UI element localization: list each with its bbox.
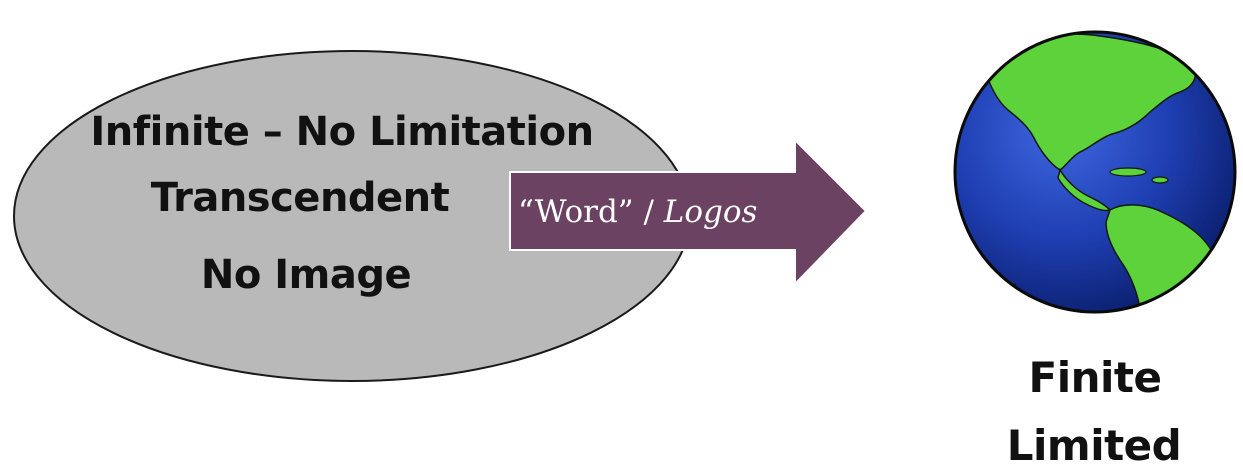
island-hispaniola <box>1151 176 1169 184</box>
word-logos-arrow: “Word” / Logos <box>509 137 868 287</box>
target-line-2: Limited <box>1007 421 1181 470</box>
arrow-label-quote: “Word” / <box>518 194 664 230</box>
source-line-2: Transcendent <box>151 175 450 221</box>
source-line-1: Infinite – No Limitation <box>90 109 593 155</box>
arrow-label: “Word” / Logos <box>518 194 757 230</box>
target-line-1: Finite <box>1029 353 1162 402</box>
arrow-shape <box>509 137 868 287</box>
continent-greenland <box>1179 37 1233 71</box>
source-line-3: No Image <box>201 252 411 298</box>
target-concept: Finite Limited <box>1007 353 1182 470</box>
island-cuba <box>1109 167 1147 177</box>
continent-north-america <box>984 33 1197 171</box>
arrow-label-term: Logos <box>663 194 758 230</box>
globe-outline <box>953 30 1237 314</box>
earth-globe-icon <box>953 30 1237 314</box>
source-concept: Infinite – No Limitation Transcendent No… <box>13 50 691 382</box>
